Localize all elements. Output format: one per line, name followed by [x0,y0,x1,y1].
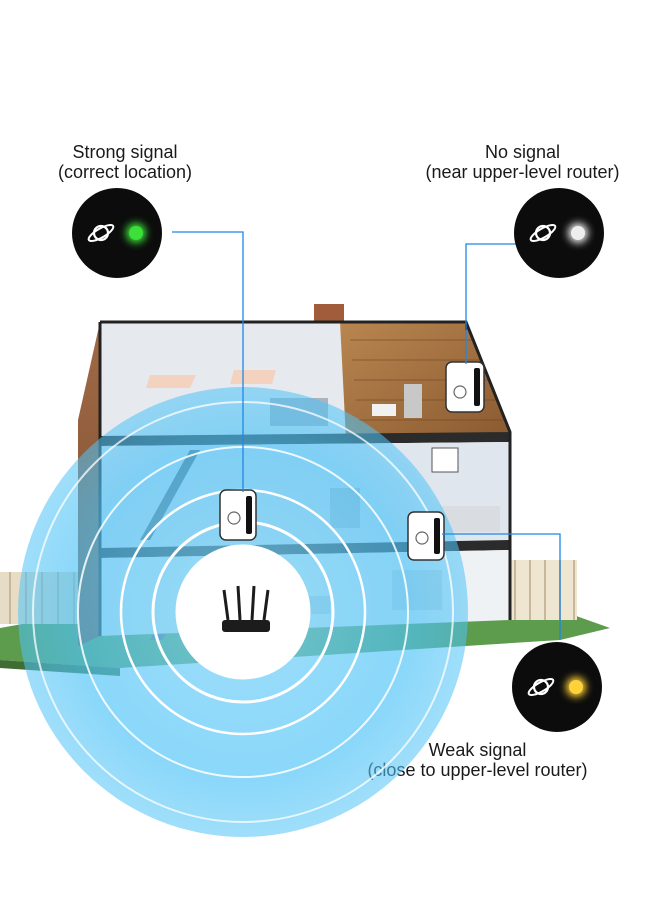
connector-lines [172,231,561,640]
repeater-middle [219,489,257,541]
planet-icon [527,677,555,697]
router-spot [175,544,311,680]
strong-signal-subtitle: (correct location) [57,162,193,182]
skylight-left [146,375,196,388]
weak-connector [442,533,561,640]
green-led [129,226,143,240]
attic-sofa [372,404,396,416]
yellow-led [569,680,583,694]
weak-signal-indicator [512,642,602,732]
weak-signal-subtitle: (close to upper-level router) [367,760,588,780]
repeater-attic [445,361,485,413]
repeater-edge [407,511,445,561]
no-signal-indicator [514,188,604,278]
weak-signal-title: Weak signal [428,740,527,760]
no-signal-connector [465,243,516,364]
router [222,585,270,632]
chimney [314,304,344,322]
strong-signal-title: Strong signal [72,142,178,162]
skylight-right [230,370,276,384]
strong-connector [172,231,244,492]
weak-signal-label: Weak signal (close to upper-level router… [345,740,610,780]
planet-icon [529,223,557,243]
strong-signal-indicator [72,188,162,278]
no-signal-title: No signal [484,142,561,162]
planet-icon [87,223,115,243]
wall-picture [431,447,459,473]
no-signal-subtitle: (near upper-level router) [425,162,620,182]
attic-cabinet [404,384,422,418]
signal-coverage [18,387,468,837]
right-fence [505,560,577,620]
strong-signal-label: Strong signal (correct location) [40,142,210,182]
no-signal-label: No signal (near upper-level router) [405,142,640,182]
off-led [571,226,585,240]
